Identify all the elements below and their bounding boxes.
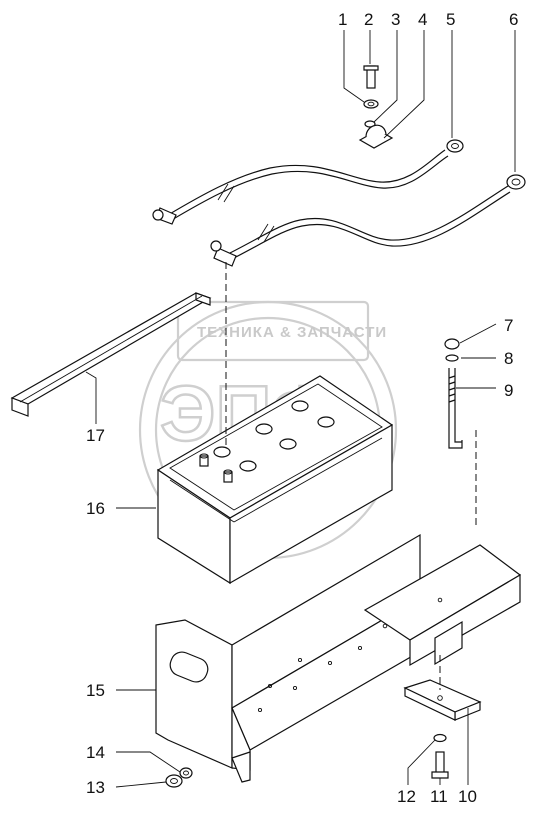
callout-10: 10 bbox=[458, 787, 477, 806]
battery-cable-lower bbox=[210, 174, 526, 267]
callout-4: 4 bbox=[418, 10, 427, 29]
callout-2: 2 bbox=[364, 10, 373, 29]
clamp-plate bbox=[403, 679, 482, 721]
callout-1: 1 bbox=[338, 10, 347, 29]
strap-bar bbox=[10, 292, 212, 417]
callout-17: 17 bbox=[86, 426, 105, 445]
hold-down-bolt bbox=[444, 338, 477, 525]
callout-11: 11 bbox=[430, 787, 448, 806]
callout-7: 7 bbox=[504, 316, 513, 335]
tray-bolt bbox=[431, 733, 449, 779]
callout-6: 6 bbox=[509, 10, 518, 29]
battery-tray bbox=[155, 533, 522, 783]
callout-labels: 1 2 3 4 5 6 7 8 9 10 11 12 13 14 15 16 1… bbox=[86, 10, 518, 806]
tray-nut bbox=[165, 767, 193, 788]
battery-cable-upper bbox=[152, 139, 464, 225]
callout-3: 3 bbox=[391, 10, 400, 29]
leader-lines bbox=[85, 30, 516, 788]
callout-14: 14 bbox=[86, 743, 105, 762]
watermark-top-text: ТЕХНИКА & ЗАПЧАСТИ bbox=[197, 324, 387, 341]
callout-13: 13 bbox=[86, 778, 105, 797]
callout-16: 16 bbox=[86, 499, 105, 518]
callout-5: 5 bbox=[446, 10, 455, 29]
battery-caps bbox=[199, 400, 335, 483]
battery bbox=[156, 375, 394, 585]
callout-15: 15 bbox=[86, 681, 105, 700]
tray-holes bbox=[257, 597, 443, 713]
clamp-fasteners bbox=[358, 65, 394, 149]
callout-12: 12 bbox=[397, 787, 416, 806]
callout-8: 8 bbox=[504, 349, 513, 368]
callout-9: 9 bbox=[504, 381, 513, 400]
